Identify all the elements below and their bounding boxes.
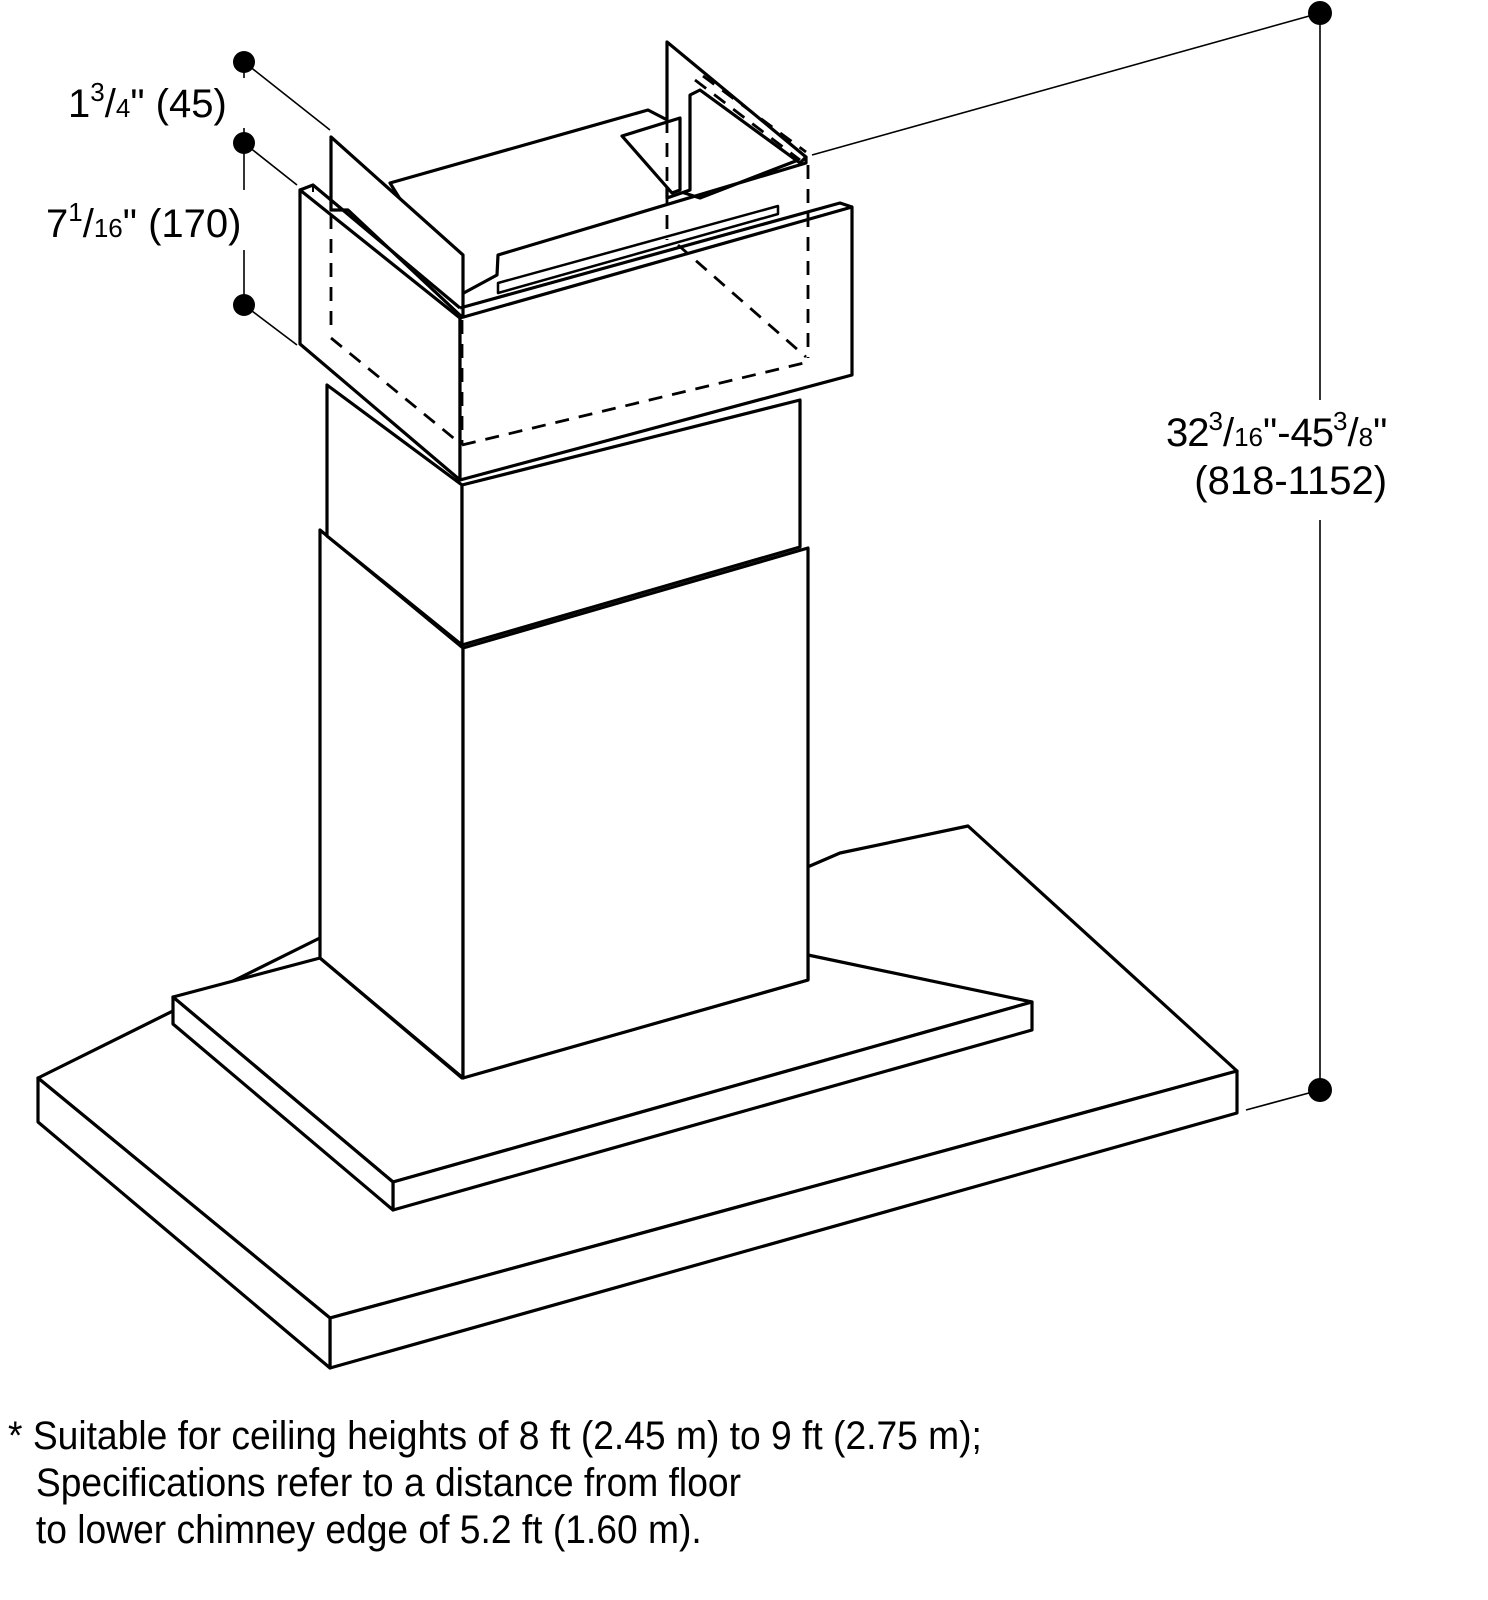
dim-inch-mark: " [1263, 411, 1278, 455]
footnote-line-3: to lower chimney edge of 5.2 ft (1.60 m)… [35, 1508, 702, 1552]
dimension-overall-height: 323/16"-453/8" (818-1152) [1166, 408, 1388, 503]
dim-min-whole: 32 [1166, 411, 1209, 455]
footnote-line-2: Specifications refer to a distance from … [35, 1461, 741, 1505]
lower-chimney [318, 528, 810, 1080]
dimension-top-flange: 13/4" (45) [68, 79, 227, 126]
footnote-line-1: * Suitable for ceiling heights of 8 ft (… [8, 1413, 982, 1460]
fraction-slash: / [104, 82, 116, 126]
dimension-lines [243, 12, 1321, 1111]
dimension-dot-icon [1308, 1, 1332, 25]
fraction-slash: / [1347, 411, 1359, 455]
dim-range-separator: - [1277, 411, 1291, 455]
dim-inch-mark: " [122, 202, 137, 246]
dim-max-whole: 45 [1290, 411, 1334, 455]
dim-numerator: 1 [68, 197, 83, 227]
inner-canopy [171, 953, 1034, 1212]
fraction-slash: / [82, 202, 94, 246]
dim-whole: 1 [68, 82, 91, 126]
dim-metric: (818-1152) [1194, 459, 1388, 503]
dimension-upper-bracket: 71/16" (170) [46, 199, 242, 246]
dim-max-denominator: 8 [1358, 422, 1374, 452]
dim-whole: 7 [46, 202, 69, 246]
dimension-dot-icon [233, 294, 255, 316]
dimension-dot-icon [233, 132, 255, 154]
footnote-text: Suitable for ceiling heights of 8 ft (2.… [32, 1414, 982, 1458]
hidden-lines [329, 74, 810, 447]
dim-inch-mark: " [1373, 411, 1388, 455]
dim-min-numerator: 3 [1208, 406, 1223, 436]
dimension-dot-icon [233, 51, 255, 73]
upper-chimney [325, 383, 802, 647]
dim-inch-mark: " [130, 82, 145, 126]
dim-numerator: 3 [90, 77, 105, 107]
footnote-marker: * [8, 1414, 23, 1458]
fraction-slash: / [1222, 411, 1235, 455]
dim-denominator: 16 [93, 213, 123, 243]
dimension-dot-icon [1308, 1078, 1332, 1102]
dim-denominator: 4 [115, 93, 131, 123]
dimension-endpoints [233, 1, 1332, 1102]
dim-metric: (170) [148, 202, 242, 246]
footnote: * Suitable for ceiling heights of 8 ft (… [8, 1413, 982, 1554]
dim-min-denominator: 16 [1234, 422, 1264, 452]
dim-metric: (45) [155, 82, 227, 126]
dim-max-numerator: 3 [1333, 406, 1348, 436]
